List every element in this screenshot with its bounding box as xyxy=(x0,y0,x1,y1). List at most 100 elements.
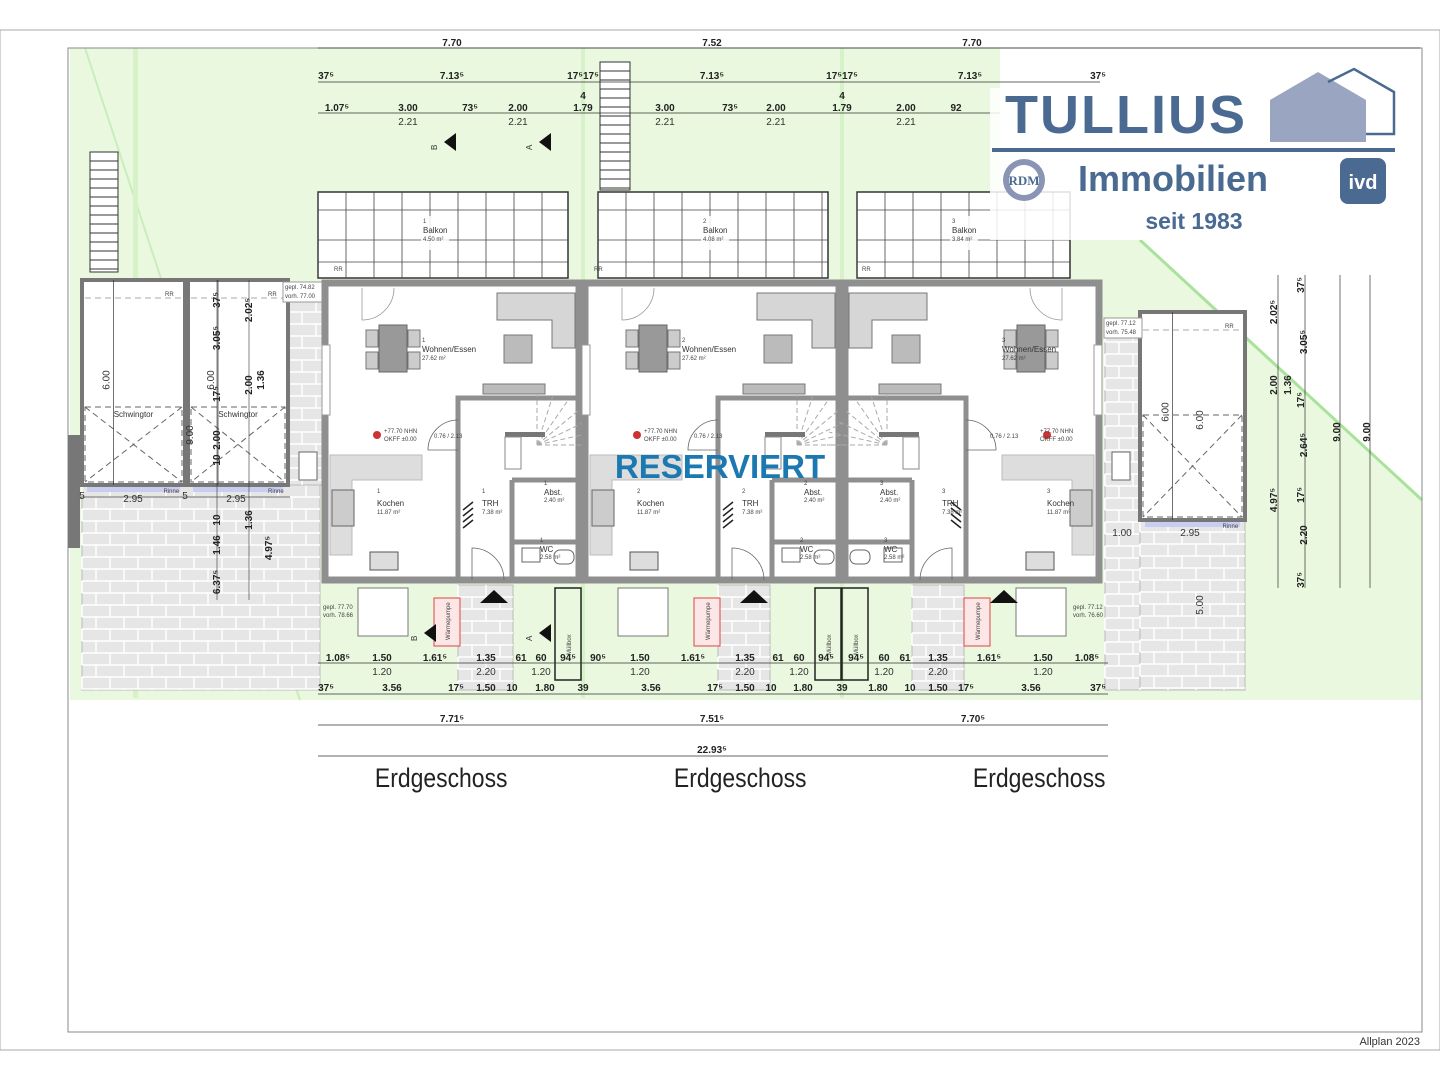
exterior-stairs xyxy=(599,61,631,191)
toilet xyxy=(849,549,871,565)
dimension-text: 2.20 xyxy=(476,667,496,678)
dimension-text: 1.80 xyxy=(793,683,813,694)
company-logo: TULLIUS RDM Immobilien ivd seit 1983 xyxy=(990,67,1410,240)
elevation-marker-icon xyxy=(373,431,381,439)
dimension-text: 94⁵ xyxy=(818,653,834,664)
dimension-text: 1.35 xyxy=(928,653,948,664)
chair xyxy=(1003,351,1017,370)
dimension-text: 2.00 xyxy=(508,103,528,114)
chair xyxy=(625,329,639,348)
heat-pump xyxy=(693,597,721,647)
dim-text: 5 xyxy=(79,491,85,502)
dimension-text: 3.00 xyxy=(398,103,418,114)
gutter xyxy=(87,487,180,492)
entrance-arrow-icon xyxy=(990,590,1018,603)
balcony-area: 3.84 m² xyxy=(952,237,972,243)
entrance-arrow-icon xyxy=(480,590,508,603)
dimension-text: 1.50 xyxy=(476,683,496,694)
dimension-text: 37⁵ xyxy=(1296,277,1307,293)
gutter-label: Rinne xyxy=(1223,524,1239,530)
balcony-area: 4.08 m² xyxy=(703,237,723,243)
room-wc-area: 2.58 m² xyxy=(540,555,560,561)
balcony-area: 4.50 m² xyxy=(423,237,443,243)
floor-label: Erdgeschoss xyxy=(973,763,1106,793)
garages: SchwingtorRinneRR6.00SchwingtorRinneRR6.… xyxy=(79,278,1247,615)
dimension-text: 60 xyxy=(793,653,805,664)
level-box xyxy=(1103,317,1143,339)
dimension-text: 37⁵ xyxy=(212,292,223,308)
waste-box xyxy=(554,587,582,681)
room-hall: TRH xyxy=(482,499,499,508)
room-hall: TRH xyxy=(742,499,759,508)
chair xyxy=(1045,329,1059,348)
wardrobe xyxy=(722,507,734,517)
dimension-text: 7.70⁵ xyxy=(961,714,985,725)
window-box xyxy=(298,451,318,481)
sofa xyxy=(756,292,836,349)
ivd-badge-text: ivd xyxy=(1349,172,1378,194)
dimension-text: 4 xyxy=(839,91,845,102)
floor-label: Erdgeschoss xyxy=(674,763,807,793)
room-number: 2 xyxy=(800,538,804,544)
interior-wall xyxy=(455,395,578,580)
dimension-text: 10 xyxy=(765,683,777,694)
room-number: 3 xyxy=(880,481,884,487)
dimension-text: 37⁵ xyxy=(318,71,334,82)
dimension-text: 60 xyxy=(535,653,547,664)
house-icon xyxy=(1270,72,1366,142)
wardrobe xyxy=(462,519,474,529)
level-existing: vorh. 76.60 xyxy=(1073,613,1104,619)
dimension-text: 7.13⁵ xyxy=(958,71,982,82)
dimension-text: 10 xyxy=(212,454,223,466)
rain-pipe-label: RR xyxy=(862,267,871,273)
chair xyxy=(667,329,681,348)
dining-table xyxy=(638,324,668,373)
dimension-text: 1.50 xyxy=(372,653,392,664)
dimension-text: 3.56 xyxy=(1021,683,1041,694)
dimension-text: 61 xyxy=(772,653,784,664)
room-number: 1 xyxy=(544,481,548,487)
room-kitchen-area: 11.87 m² xyxy=(377,510,400,516)
window-box xyxy=(1111,451,1131,481)
dimension-text: 2.20 xyxy=(1299,525,1310,545)
dimension-text: 10 xyxy=(904,683,916,694)
dining-table xyxy=(1016,324,1046,373)
paving xyxy=(81,484,321,691)
room-hall: TRH xyxy=(942,499,959,508)
balcony-label: Balkon xyxy=(703,226,727,235)
dimension-text: 1.61⁵ xyxy=(681,653,705,664)
dimension-text: 10 xyxy=(212,514,223,526)
balcony-label: Balkon xyxy=(423,226,447,235)
room-kitchen-area: 11.87 m² xyxy=(637,510,660,516)
dimension-text: 90⁵ xyxy=(590,653,606,664)
bicycle-box xyxy=(617,587,669,637)
stove xyxy=(591,489,615,527)
dimension-text: 1.36 xyxy=(244,510,255,530)
dimension-text: 1.20 xyxy=(531,667,551,678)
coffee-table xyxy=(763,334,793,364)
dimension-text: 9.00 xyxy=(1362,422,1373,442)
room-number: 3 xyxy=(952,219,956,225)
exterior-stairs xyxy=(89,151,119,273)
room-storage: Abst. xyxy=(544,488,562,497)
room-hall-area: 7.38 m² xyxy=(482,510,502,516)
dimension-text: 17⁵ xyxy=(1296,487,1307,503)
logo-subtitle: Immobilien xyxy=(1078,158,1268,199)
room-hall-area: 7.38 m² xyxy=(942,510,962,516)
dimension-text: 1.36 xyxy=(256,370,267,390)
kitchen-counter xyxy=(1001,454,1095,556)
rain-pipe-label: RR xyxy=(268,292,277,298)
dimension-text: 1.46 xyxy=(212,535,223,555)
dimension-text: 2.02⁵ xyxy=(244,298,255,322)
level-planned: gepl. 74.82 xyxy=(285,285,315,291)
window xyxy=(581,344,591,416)
room-wc: WC xyxy=(884,545,898,554)
neighbor-wall xyxy=(68,435,80,548)
room-number: 2 xyxy=(742,489,746,495)
